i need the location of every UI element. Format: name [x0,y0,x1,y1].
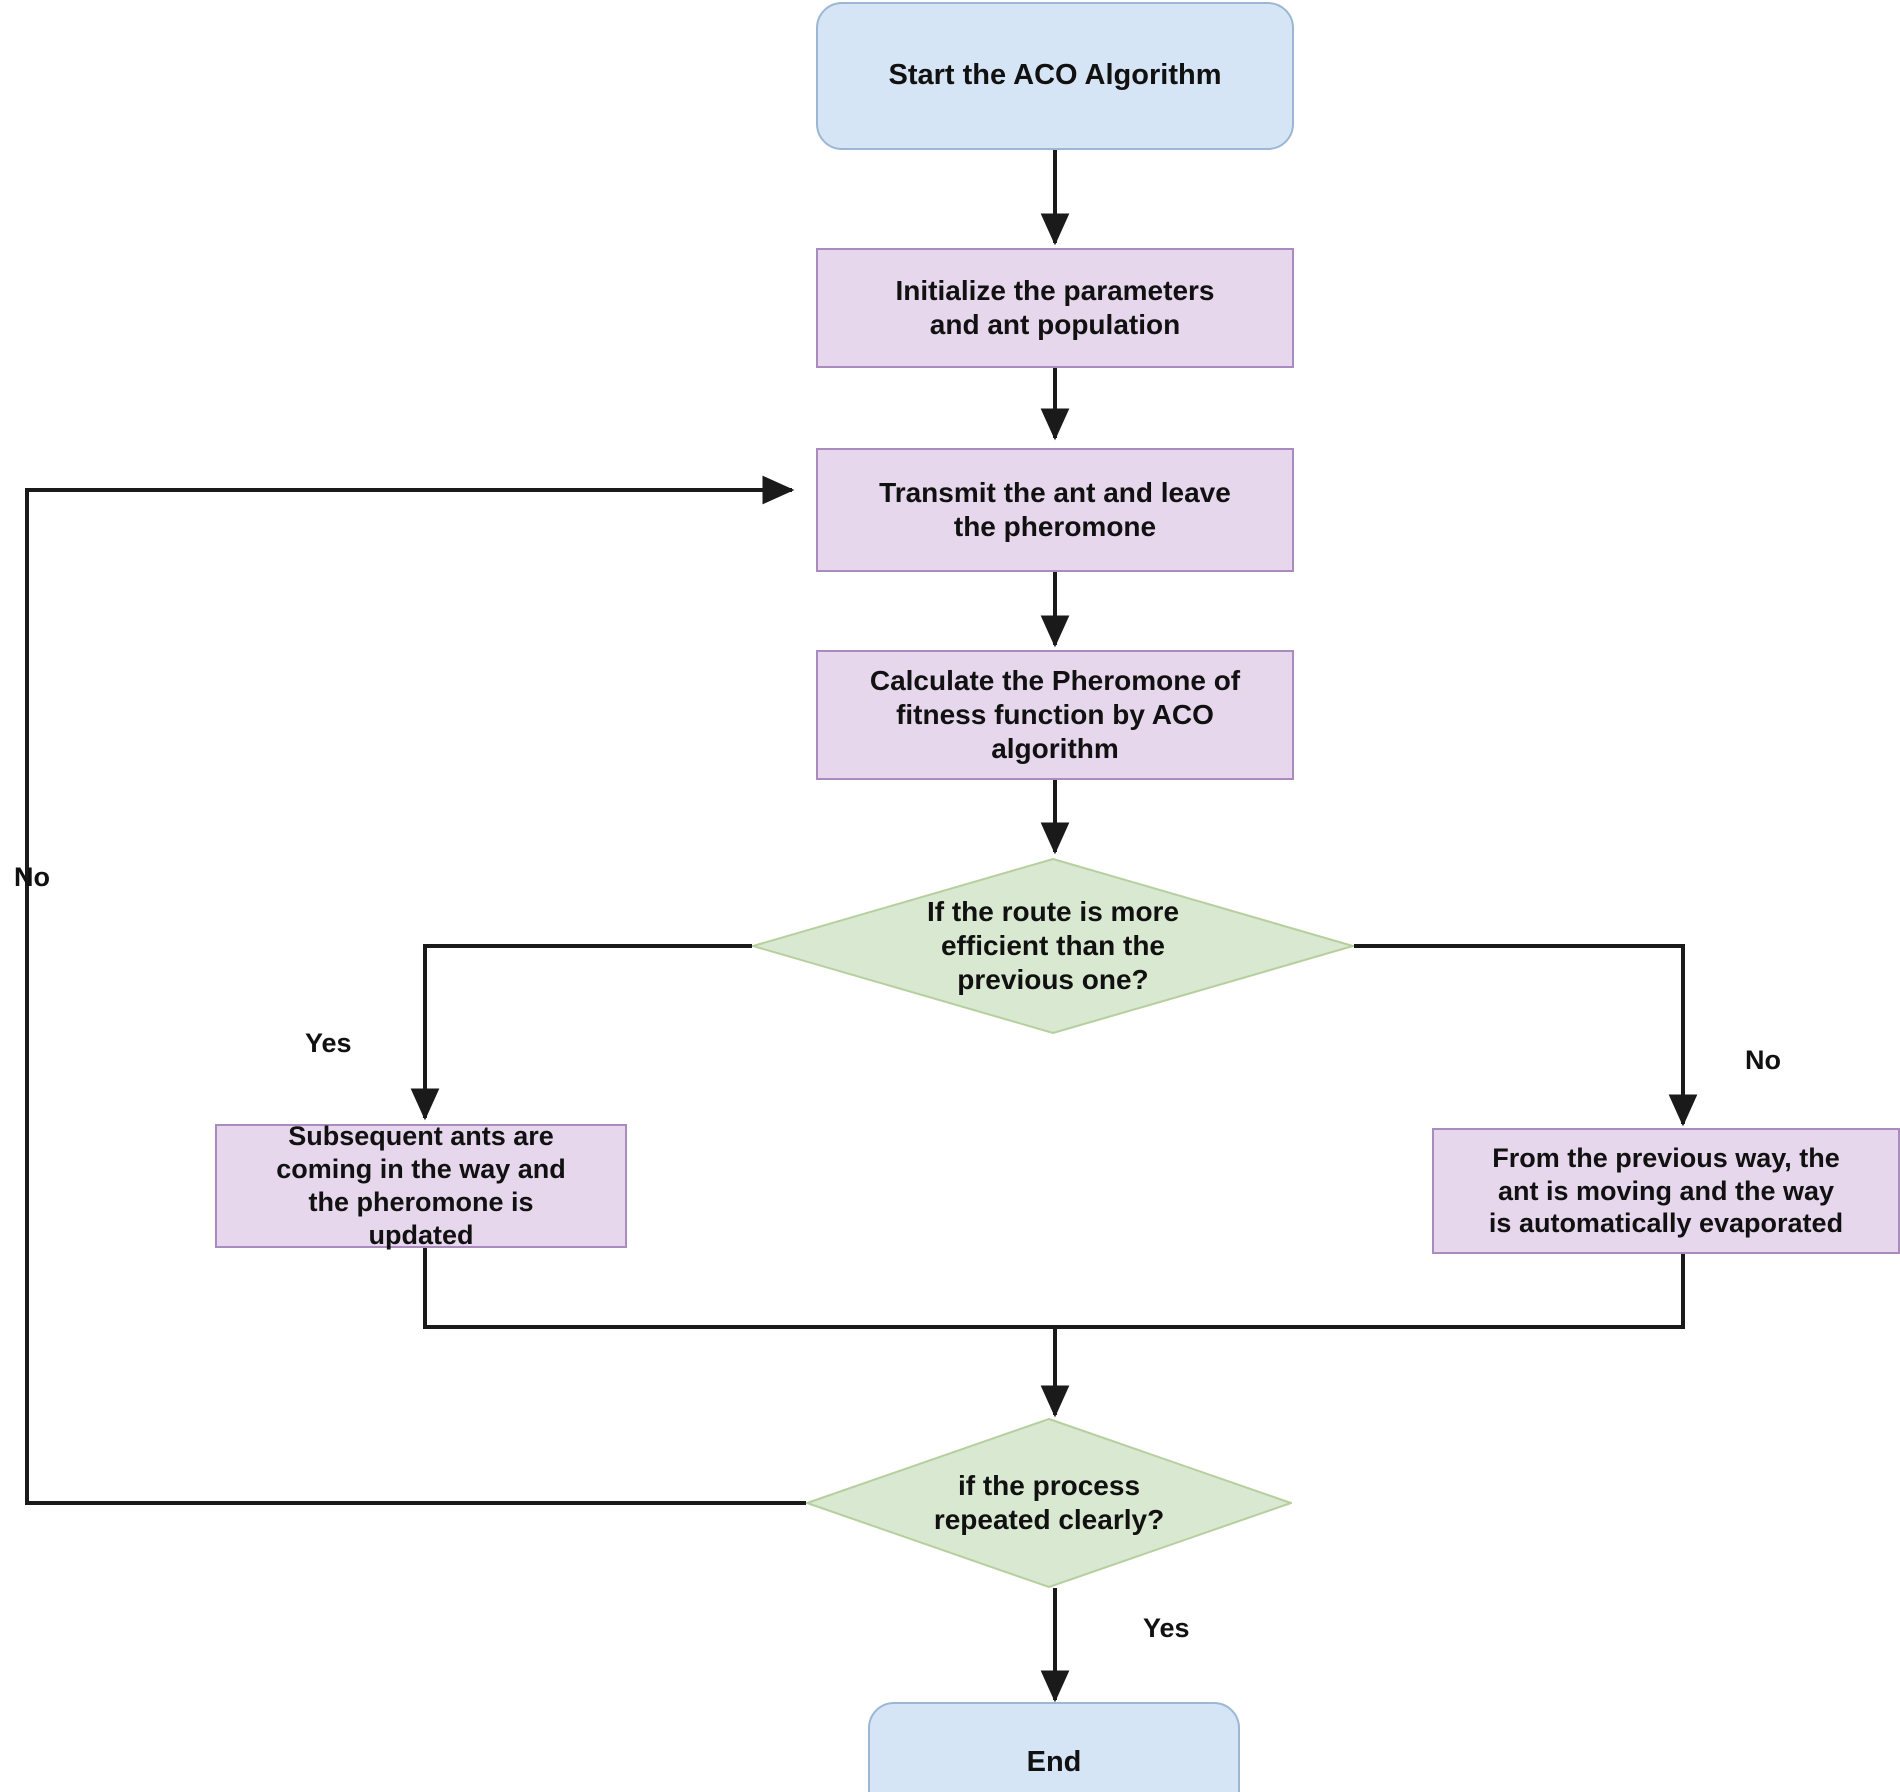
node-evaporate-label: From the previous way, the ant is moving… [1488,1142,1844,1239]
node-end-label: End [1026,1746,1082,1779]
node-decision-repeat-label: if the process repeated clearly? [933,1469,1165,1535]
node-decision-route-label: If the route is more efficient than the … [926,895,1180,996]
edge-label-route-no: No [1745,1045,1781,1075]
node-start-label: Start the ACO Algorithm [888,59,1222,92]
edge-decision-route-no-to-evaporate [1354,944,1698,1127]
node-subsequent[interactable]: Subsequent ants are coming in the way an… [215,1121,627,1250]
decision-route-diamond-shape [752,858,1354,1034]
node-subsequent-label: Subsequent ants are coming in the way an… [276,1121,566,1250]
node-initialize[interactable]: Initialize the parameters and ant popula… [816,248,1294,368]
node-decision-route[interactable]: If the route is more efficient than the … [752,858,1354,1034]
edge-label-repeat-yes: Yes [1143,1613,1190,1643]
edge-subsequent-to-merge [423,1247,1685,1329]
node-initialize-label: Initialize the parameters and ant popula… [895,274,1215,340]
edge-decision-route-yes-to-subsequent [410,944,752,1121]
edge-decision-repeat-no-to-transmit [25,475,806,1505]
node-transmit[interactable]: Transmit the ant and leave the pheromone [816,448,1294,572]
node-decision-repeat[interactable]: if the process repeated clearly? [806,1418,1292,1588]
node-evaporate[interactable]: From the previous way, the ant is moving… [1432,1128,1900,1254]
node-end[interactable]: End [868,1702,1240,1792]
decision-repeat-diamond-shape [806,1418,1292,1588]
node-transmit-label: Transmit the ant and leave the pheromone [879,476,1231,542]
node-calculate-label: Calculate the Pheromone of fitness funct… [869,664,1241,765]
edge-label-repeat-no: No [14,862,50,892]
node-start[interactable]: Start the ACO Algorithm [816,2,1294,150]
edge-label-route-yes: Yes [305,1028,352,1058]
node-calculate[interactable]: Calculate the Pheromone of fitness funct… [816,650,1294,780]
